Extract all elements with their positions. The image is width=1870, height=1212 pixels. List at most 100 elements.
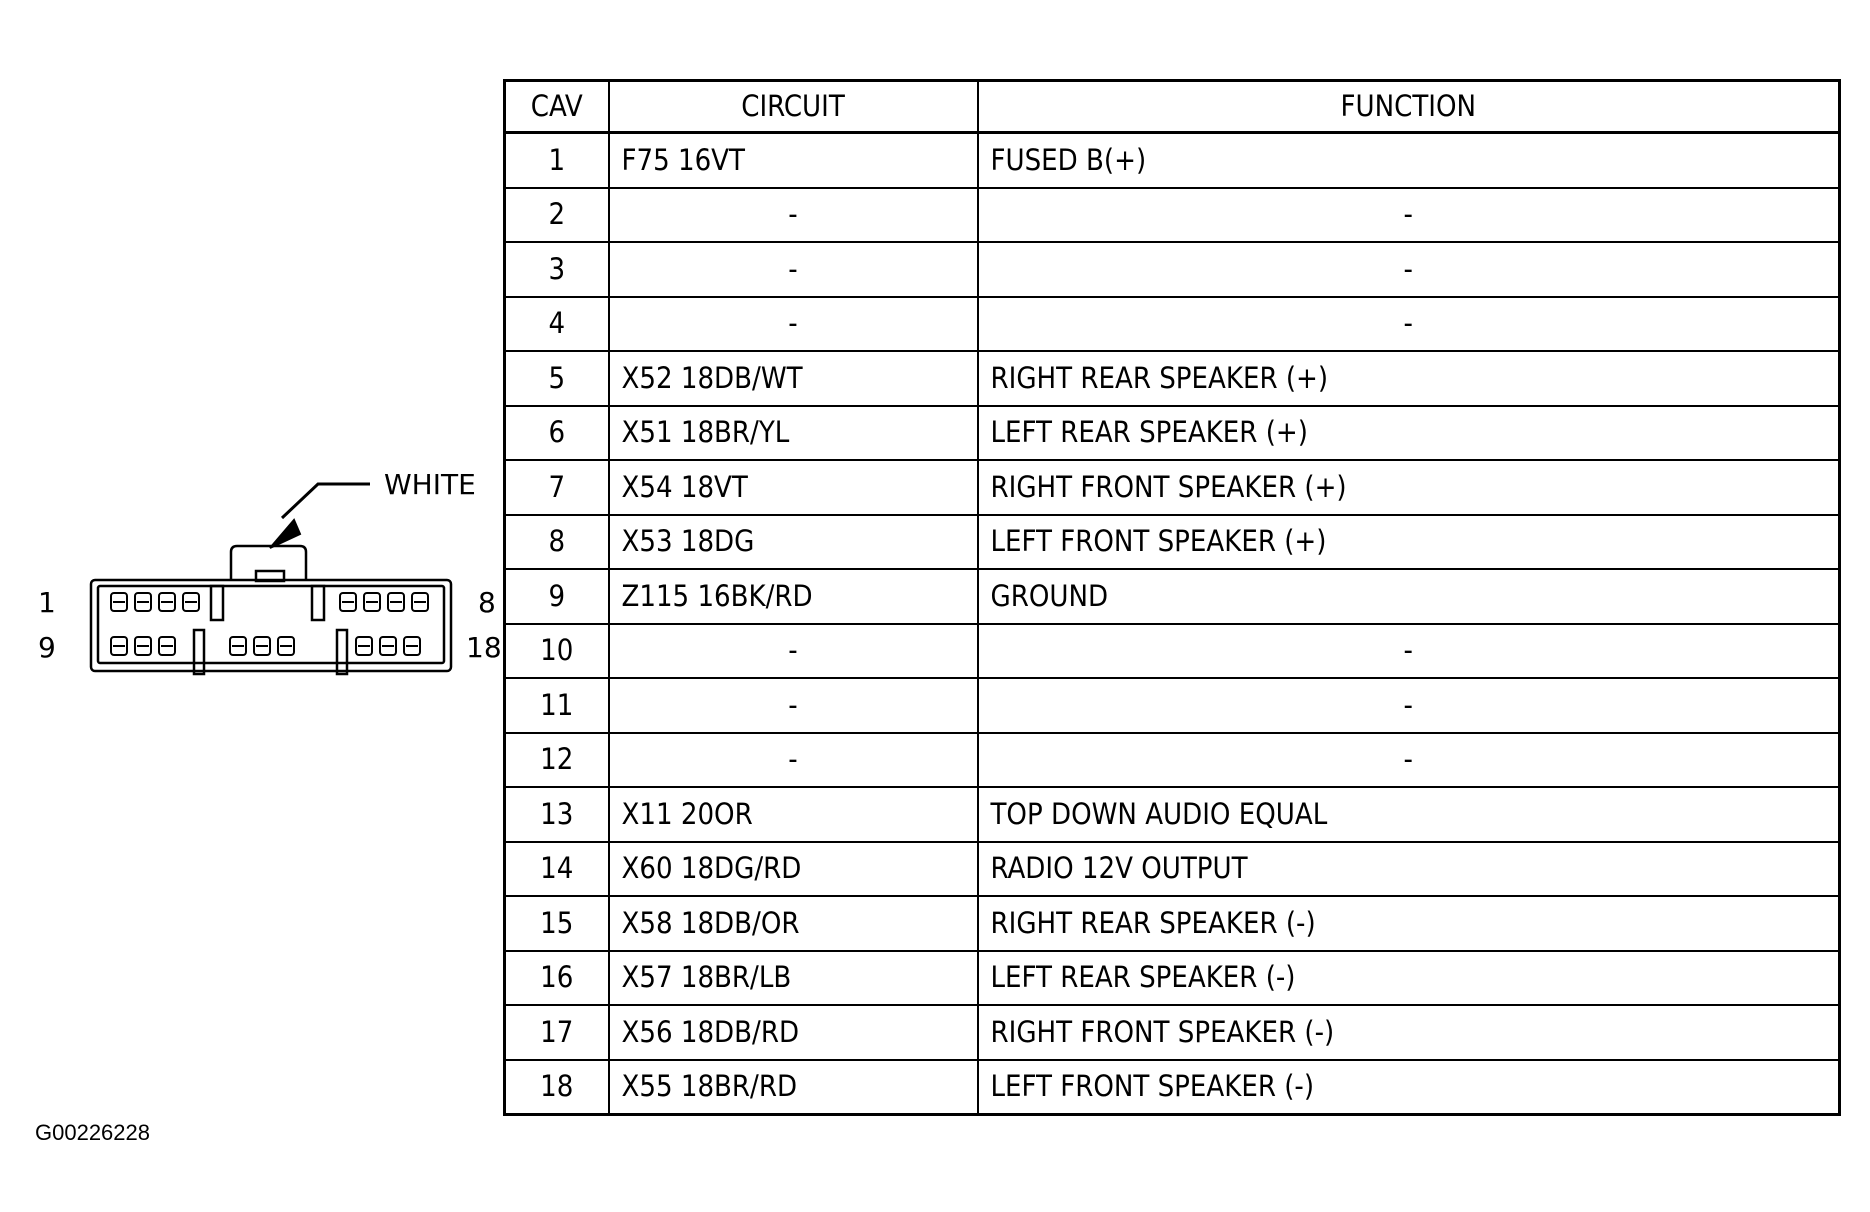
cav-cell: 12 — [503, 731, 610, 788]
cav-cell: 18 — [503, 1058, 610, 1116]
circuit-cell: X51 18BR/YL — [607, 404, 979, 461]
table-row: 3-- — [503, 241, 1841, 298]
circuit-cell: X60 18DG/RD — [607, 840, 979, 897]
function-cell: - — [976, 622, 1841, 679]
circuit-cell: - — [607, 241, 979, 298]
circuit-cell: Z115 16BK/RD — [607, 568, 979, 625]
connector-pin-labels: 1 8 9 18 — [38, 586, 502, 664]
cav-cell: 5 — [503, 350, 610, 407]
cav-cell: 7 — [503, 459, 610, 516]
pin-label-8: 8 — [478, 586, 496, 619]
function-cell: - — [976, 677, 1841, 734]
pin-label-9: 9 — [38, 631, 56, 664]
connector-cavity — [403, 636, 421, 656]
circuit-cell: X57 18BR/LB — [607, 949, 979, 1006]
connector-cavity — [182, 592, 200, 612]
cav-cell: 13 — [503, 786, 610, 843]
callout-leader-line — [280, 482, 370, 520]
function-cell: RIGHT REAR SPEAKER (-) — [976, 895, 1841, 952]
connector-cavity — [229, 636, 247, 656]
connector-body — [89, 544, 453, 676]
callout-arrowhead — [269, 518, 302, 549]
circuit-cell: - — [607, 622, 979, 679]
cav-cell: 16 — [503, 949, 610, 1006]
connector-cavity — [158, 636, 176, 656]
connector-key-top-left — [209, 584, 225, 622]
function-cell: - — [976, 241, 1841, 298]
circuit-cell: X58 18DB/OR — [607, 895, 979, 952]
pin-label-18: 18 — [466, 631, 502, 664]
connector-cavities — [110, 592, 429, 656]
connector-key-bottom-right — [335, 628, 349, 676]
table-row: 11-- — [503, 677, 1841, 734]
function-cell: RIGHT FRONT SPEAKER (+) — [976, 459, 1841, 516]
connector-cavity — [110, 592, 128, 612]
connector-cavity — [379, 636, 397, 656]
cav-cell: 1 — [503, 131, 610, 189]
color-callout: WHITE — [269, 468, 476, 549]
connector-cavity — [363, 592, 381, 612]
table-row: 12-- — [503, 731, 1841, 788]
figure-id: G00226228 — [35, 1120, 150, 1145]
circuit-cell: - — [607, 295, 979, 352]
function-cell: LEFT FRONT SPEAKER (-) — [976, 1058, 1841, 1116]
circuit-cell: - — [607, 186, 979, 243]
function-cell: LEFT FRONT SPEAKER (+) — [976, 513, 1841, 570]
connector-color-label: WHITE — [384, 468, 476, 501]
connector-cavity — [253, 636, 271, 656]
function-cell: RADIO 12V OUTPUT — [976, 840, 1841, 897]
header-cav: CAV — [503, 79, 610, 134]
connector-cavity — [110, 636, 128, 656]
connector-cavity — [277, 636, 295, 656]
cav-cell: 14 — [503, 840, 610, 897]
function-cell: FUSED B(+) — [976, 131, 1841, 189]
cav-cell: 4 — [503, 295, 610, 352]
connector-cavity — [387, 592, 405, 612]
circuit-cell: X52 18DB/WT — [607, 350, 979, 407]
function-cell: RIGHT FRONT SPEAKER (-) — [976, 1004, 1841, 1061]
cav-cell: 8 — [503, 513, 610, 570]
pin-label-1: 1 — [38, 586, 56, 619]
connector-diagram: WHITE 1 8 9 18 — [38, 468, 502, 676]
cav-cell: 15 — [503, 895, 610, 952]
connector-key-top-right — [310, 584, 326, 622]
connector-housing — [89, 578, 453, 673]
function-cell: - — [976, 295, 1841, 352]
circuit-cell: X56 18DB/RD — [607, 1004, 979, 1061]
connector-cavity — [134, 636, 152, 656]
header-circuit: CIRCUIT — [607, 79, 979, 134]
circuit-cell: - — [607, 731, 979, 788]
cav-cell: 6 — [503, 404, 610, 461]
table-row: 10-- — [503, 622, 1841, 679]
circuit-cell: X55 18BR/RD — [607, 1058, 979, 1116]
circuit-cell: - — [607, 677, 979, 734]
circuit-cell: X53 18DG — [607, 513, 979, 570]
table-row: 4-- — [503, 295, 1841, 352]
connector-cavity — [158, 592, 176, 612]
cav-cell: 10 — [503, 622, 610, 679]
function-cell: LEFT REAR SPEAKER (+) — [976, 404, 1841, 461]
connector-cavity — [134, 592, 152, 612]
table-row: 2-- — [503, 186, 1841, 243]
connector-lock-tab — [229, 544, 308, 580]
cav-cell: 3 — [503, 241, 610, 298]
cav-cell: 11 — [503, 677, 610, 734]
header-function: FUNCTION — [976, 79, 1841, 134]
connector-housing-inner — [96, 584, 446, 665]
cav-cell: 2 — [503, 186, 610, 243]
circuit-cell: F75 16VT — [607, 131, 979, 189]
